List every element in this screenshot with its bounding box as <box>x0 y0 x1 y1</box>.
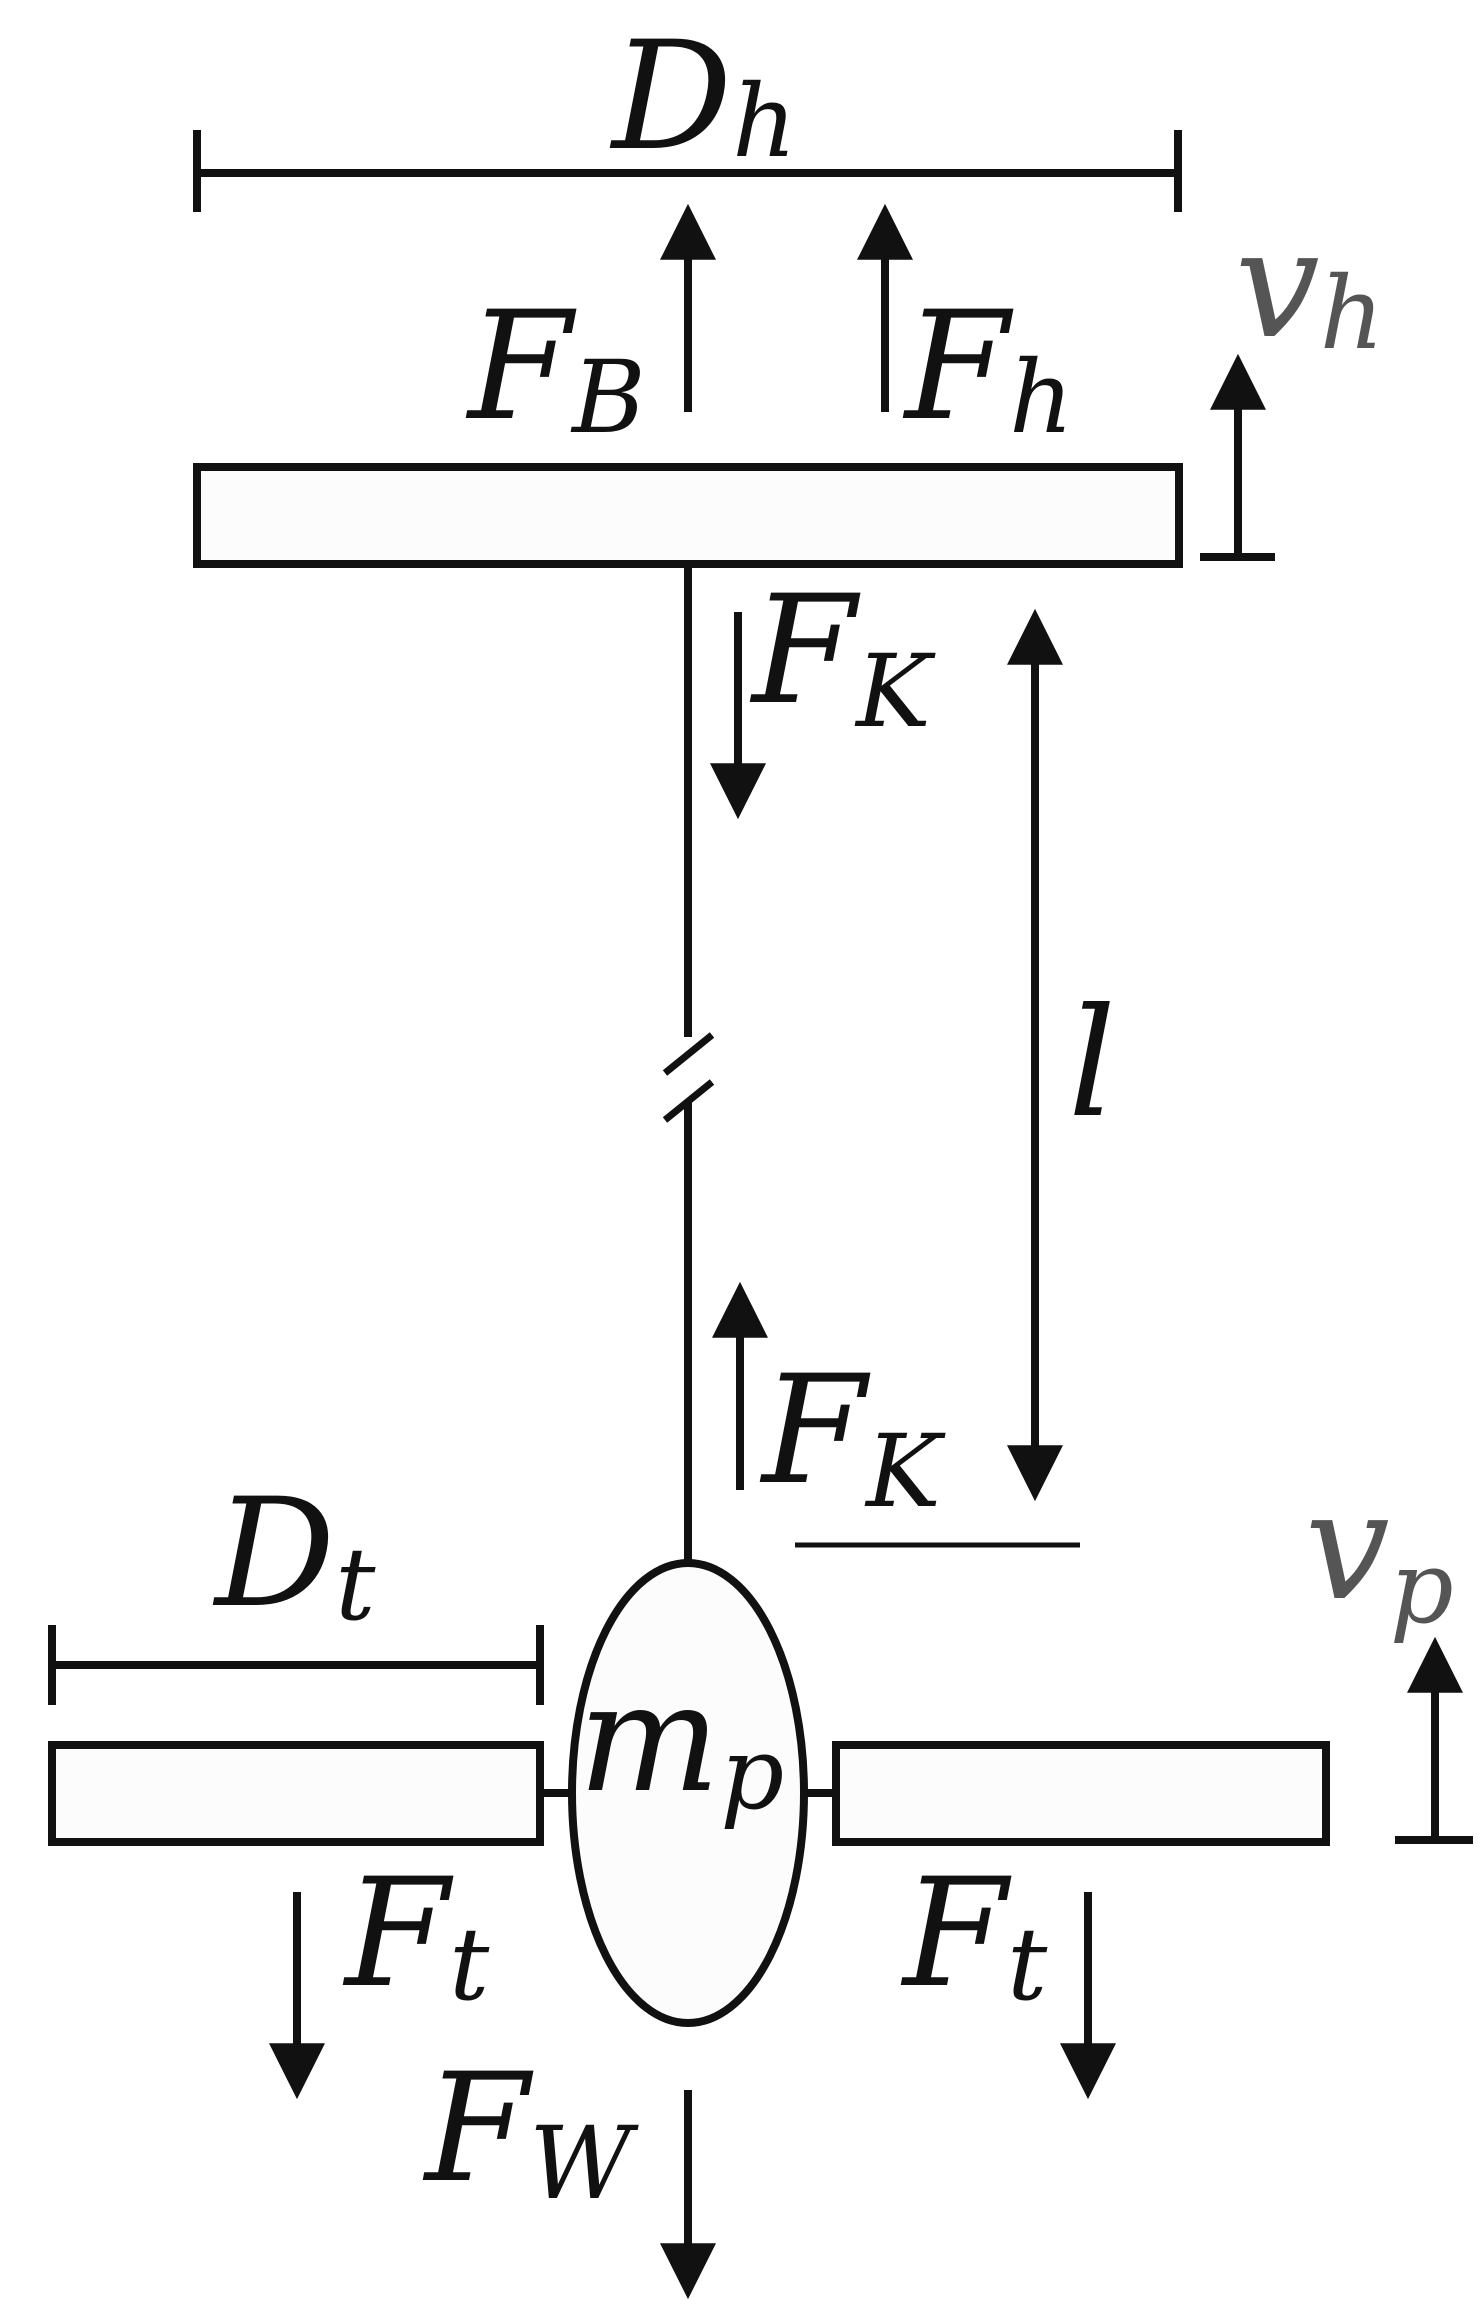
label-fk-top: FK <box>749 564 936 750</box>
label-l: l <box>1068 977 1116 1151</box>
label-vh: vh <box>1235 198 1384 372</box>
label-vp: vp <box>1305 1460 1454 1646</box>
right-lower-plate <box>832 1741 1330 1846</box>
label-fk-bottom: FK <box>759 1344 946 1530</box>
label-fh: Fh <box>902 280 1073 456</box>
label-fw: FW <box>422 2042 639 2222</box>
left-lower-plate <box>48 1741 544 1846</box>
label-dh: Dh <box>609 10 797 184</box>
length-dimension <box>795 608 1080 1548</box>
upper-plate <box>193 463 1183 568</box>
label-ft-right: Ft <box>900 1847 1048 2023</box>
label-dt: Dt <box>212 1467 376 1643</box>
dh-dimension-line <box>193 130 1182 212</box>
tether <box>662 564 715 1562</box>
label-fb: FB <box>465 280 646 456</box>
vp-arrow <box>1395 1636 1473 1844</box>
label-ft-left: Ft <box>342 1847 490 2023</box>
vh-arrow <box>1200 353 1275 561</box>
label-mp: mp <box>578 1652 784 1832</box>
payload-mass <box>568 1559 808 2027</box>
dt-dimension-line <box>48 1625 544 1705</box>
